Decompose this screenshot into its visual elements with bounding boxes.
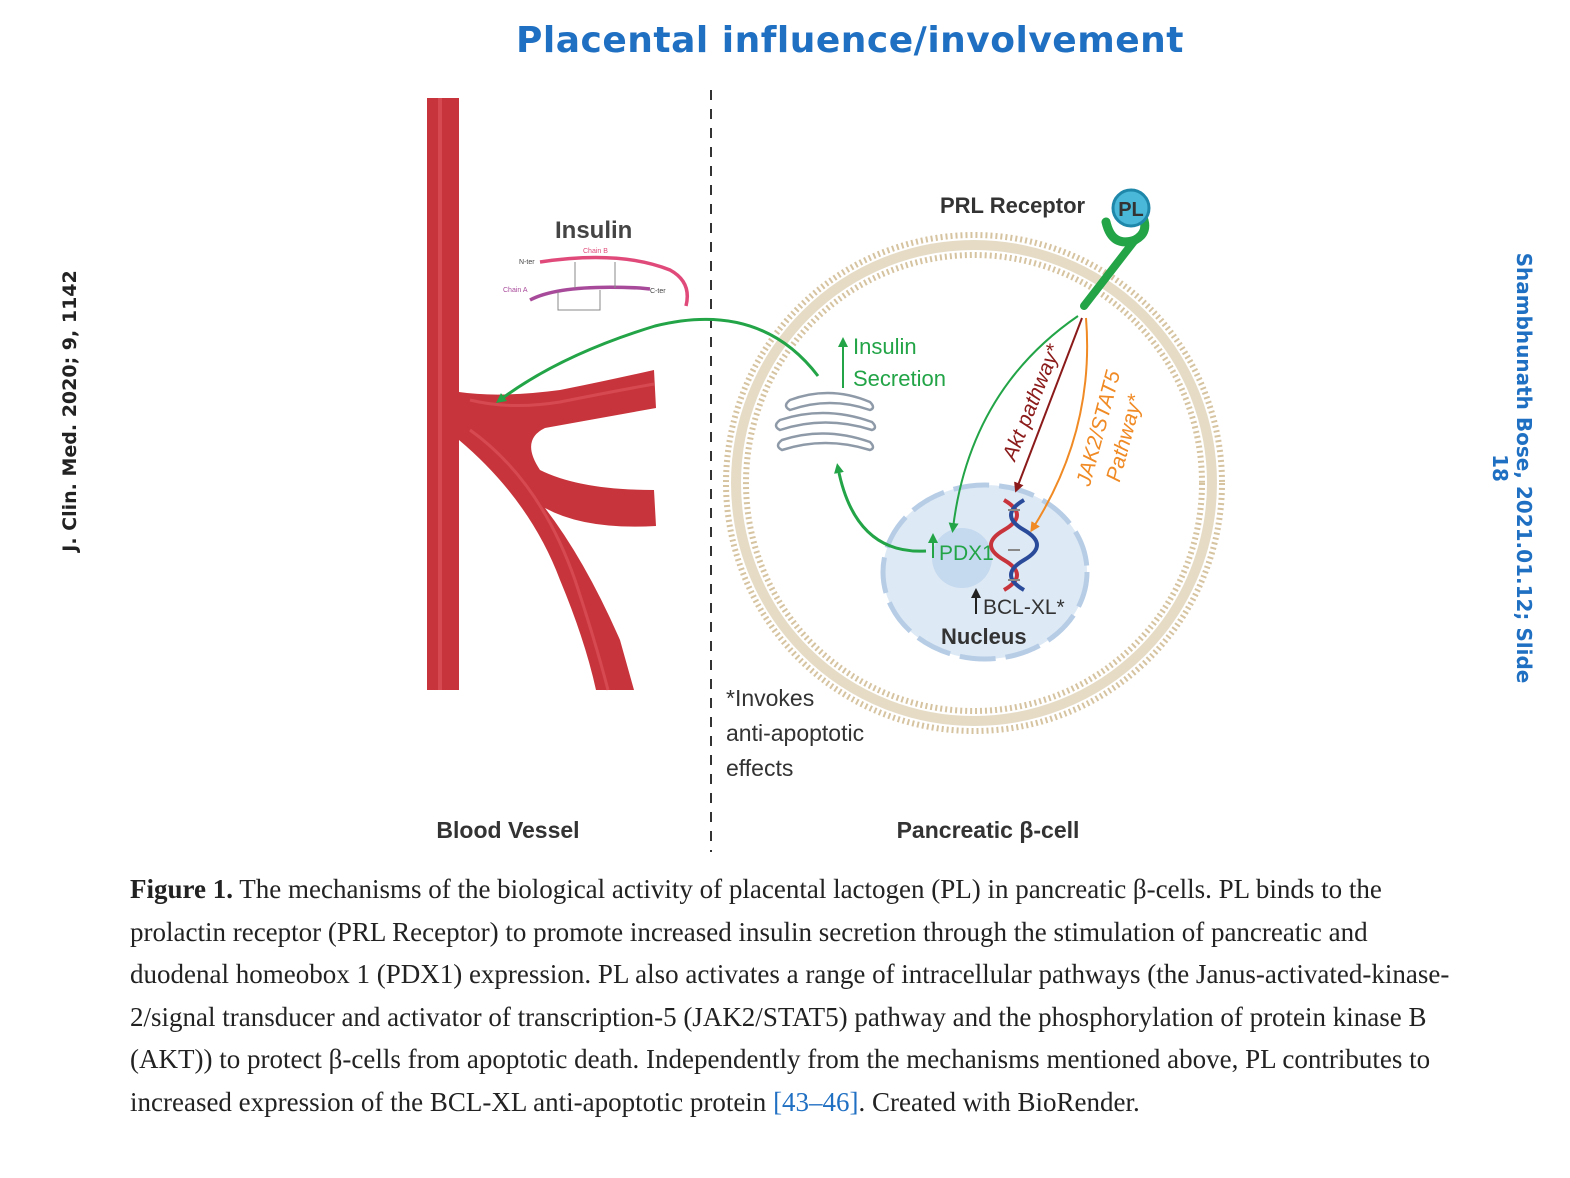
golgi-icon (774, 391, 877, 452)
cter-label: C-ter (650, 288, 666, 295)
note-line-2: anti-apoptotic (726, 720, 864, 746)
blood-vessel-shape (427, 98, 656, 691)
jak2-pathway-arrow (1030, 317, 1089, 533)
chain-b-label: Chain B (583, 248, 608, 255)
nter-label: N-ter (519, 259, 535, 266)
pdx1-indicator: PDX1 (928, 533, 994, 565)
insulin-secretion-label-2: Secretion (853, 366, 946, 391)
pdx1-activation-arrow (948, 315, 1079, 533)
caption-text: The mechanisms of the biological activit… (130, 874, 1450, 1117)
caption-tail: . Created with BioRender. (858, 1086, 1140, 1117)
cell-membrane (723, 232, 1225, 734)
insulin-label: Insulin (555, 217, 632, 244)
slide-title: Placental influence/involvement (516, 20, 1184, 61)
figure-caption: Figure 1. The mechanisms of the biologic… (130, 868, 1460, 1123)
note-line-3: effects (726, 755, 793, 781)
blood-vessel-label: Blood Vessel (436, 817, 579, 843)
pdx1-label: PDX1 (939, 542, 994, 565)
prl-receptor-icon (1080, 210, 1150, 310)
insulin-secretion-label-1: Insulin (853, 334, 917, 359)
pl-ligand-icon: PL (1111, 188, 1151, 228)
dna-helix-icon (989, 498, 1039, 592)
pdx1-to-golgi-arrow (834, 463, 927, 553)
reference-link[interactable]: [43–46] (773, 1086, 859, 1117)
pl-label: PL (1118, 199, 1144, 221)
chain-a-label: Chain A (503, 287, 528, 294)
insulin-molecule-icon: Insulin Chain B Chain A N-ter C-ter (503, 217, 689, 311)
akt-pathway-arrow (1014, 317, 1083, 493)
note-line-1: *Invokes (726, 685, 814, 711)
insulin-release-arrow (495, 317, 820, 403)
beta-cell-label: Pancreatic β-cell (897, 817, 1080, 843)
nucleus-label: Nucleus (941, 624, 1027, 649)
figure-label: Figure 1. (130, 874, 233, 904)
figure-diagram: Insulin Chain B Chain A N-ter C-ter (427, 90, 1225, 852)
bclxl-indicator: BCL-XL* (971, 588, 1065, 619)
bclxl-label: BCL-XL* (983, 596, 1065, 619)
prl-receptor-label: PRL Receptor (940, 193, 1086, 218)
